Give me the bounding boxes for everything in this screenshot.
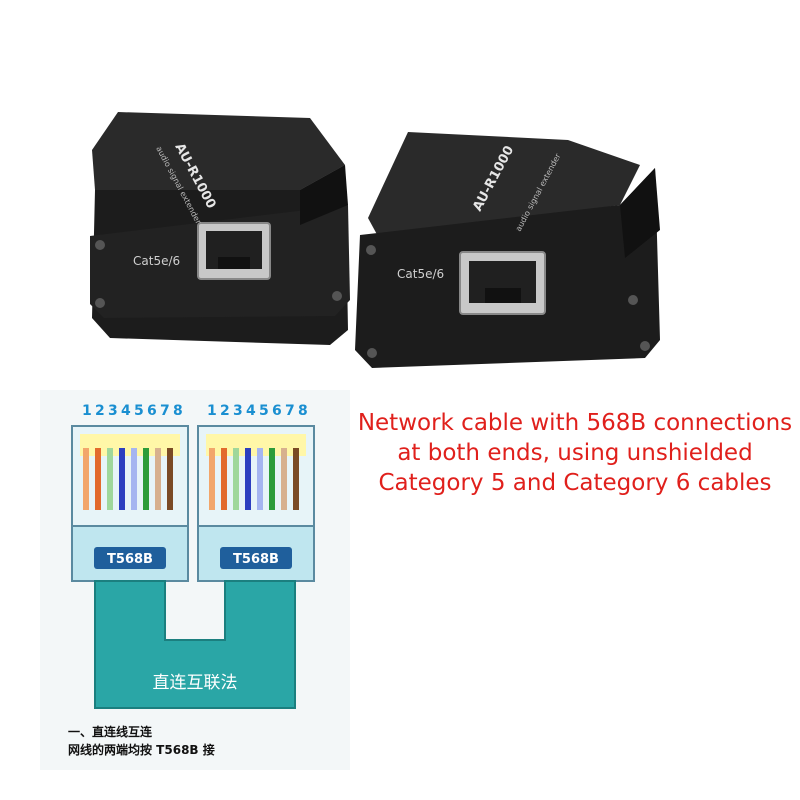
- left-plug-label: T568B: [107, 552, 153, 567]
- caption-line-3: Category 5 and Category 6 cables: [378, 470, 772, 496]
- svg-text:2: 2: [220, 403, 230, 419]
- t568b-wiring-diagram: 1 2 3 4 5 6 7 8 1 2 3 4 5 6 7 8: [40, 390, 350, 770]
- extender-devices-photo: Cat5e/6 AU-R1000 audio signal extender C…: [90, 112, 660, 368]
- svg-text:6: 6: [147, 403, 157, 419]
- svg-text:8: 8: [298, 403, 308, 419]
- note-line-1: 一、直连线互连: [68, 724, 153, 739]
- note-line-2: 网线的两端均按 T568B 接: [68, 742, 215, 757]
- svg-text:1: 1: [207, 403, 217, 419]
- svg-text:5: 5: [134, 403, 144, 419]
- svg-text:4: 4: [246, 403, 256, 419]
- svg-text:7: 7: [285, 403, 295, 419]
- svg-text:7: 7: [160, 403, 170, 419]
- right-rj45-plug: T568B: [197, 425, 315, 582]
- right-plug-label: T568B: [233, 552, 279, 567]
- left-pin-numbers: 1 2 3 4 5 6 7 8: [82, 403, 183, 419]
- svg-text:5: 5: [259, 403, 269, 419]
- svg-text:2: 2: [95, 403, 105, 419]
- cable-requirement-caption: Network cable with 568B connections at b…: [350, 408, 800, 498]
- svg-text:3: 3: [108, 403, 118, 419]
- left-extender-device: Cat5e/6 AU-R1000 audio signal extender: [90, 112, 350, 345]
- svg-text:1: 1: [82, 403, 92, 419]
- svg-text:3: 3: [233, 403, 243, 419]
- straight-through-cable: [94, 580, 296, 709]
- right-pin-numbers: 1 2 3 4 5 6 7 8: [207, 403, 308, 419]
- left-port-label: Cat5e/6: [133, 254, 180, 268]
- right-extender-device: Cat5e/6 AU-R1000 audio signal extender: [355, 132, 660, 368]
- right-port-label: Cat5e/6: [397, 267, 444, 281]
- caption-line-1: Network cable with 568B connections: [357, 410, 793, 436]
- left-rj45-plug: T568B: [71, 425, 189, 582]
- svg-text:6: 6: [272, 403, 282, 419]
- svg-text:8: 8: [173, 403, 183, 419]
- caption-line-2: at both ends, using unshielded: [397, 440, 753, 466]
- svg-text:4: 4: [121, 403, 131, 419]
- connection-method-label: 直连互联法: [153, 673, 238, 693]
